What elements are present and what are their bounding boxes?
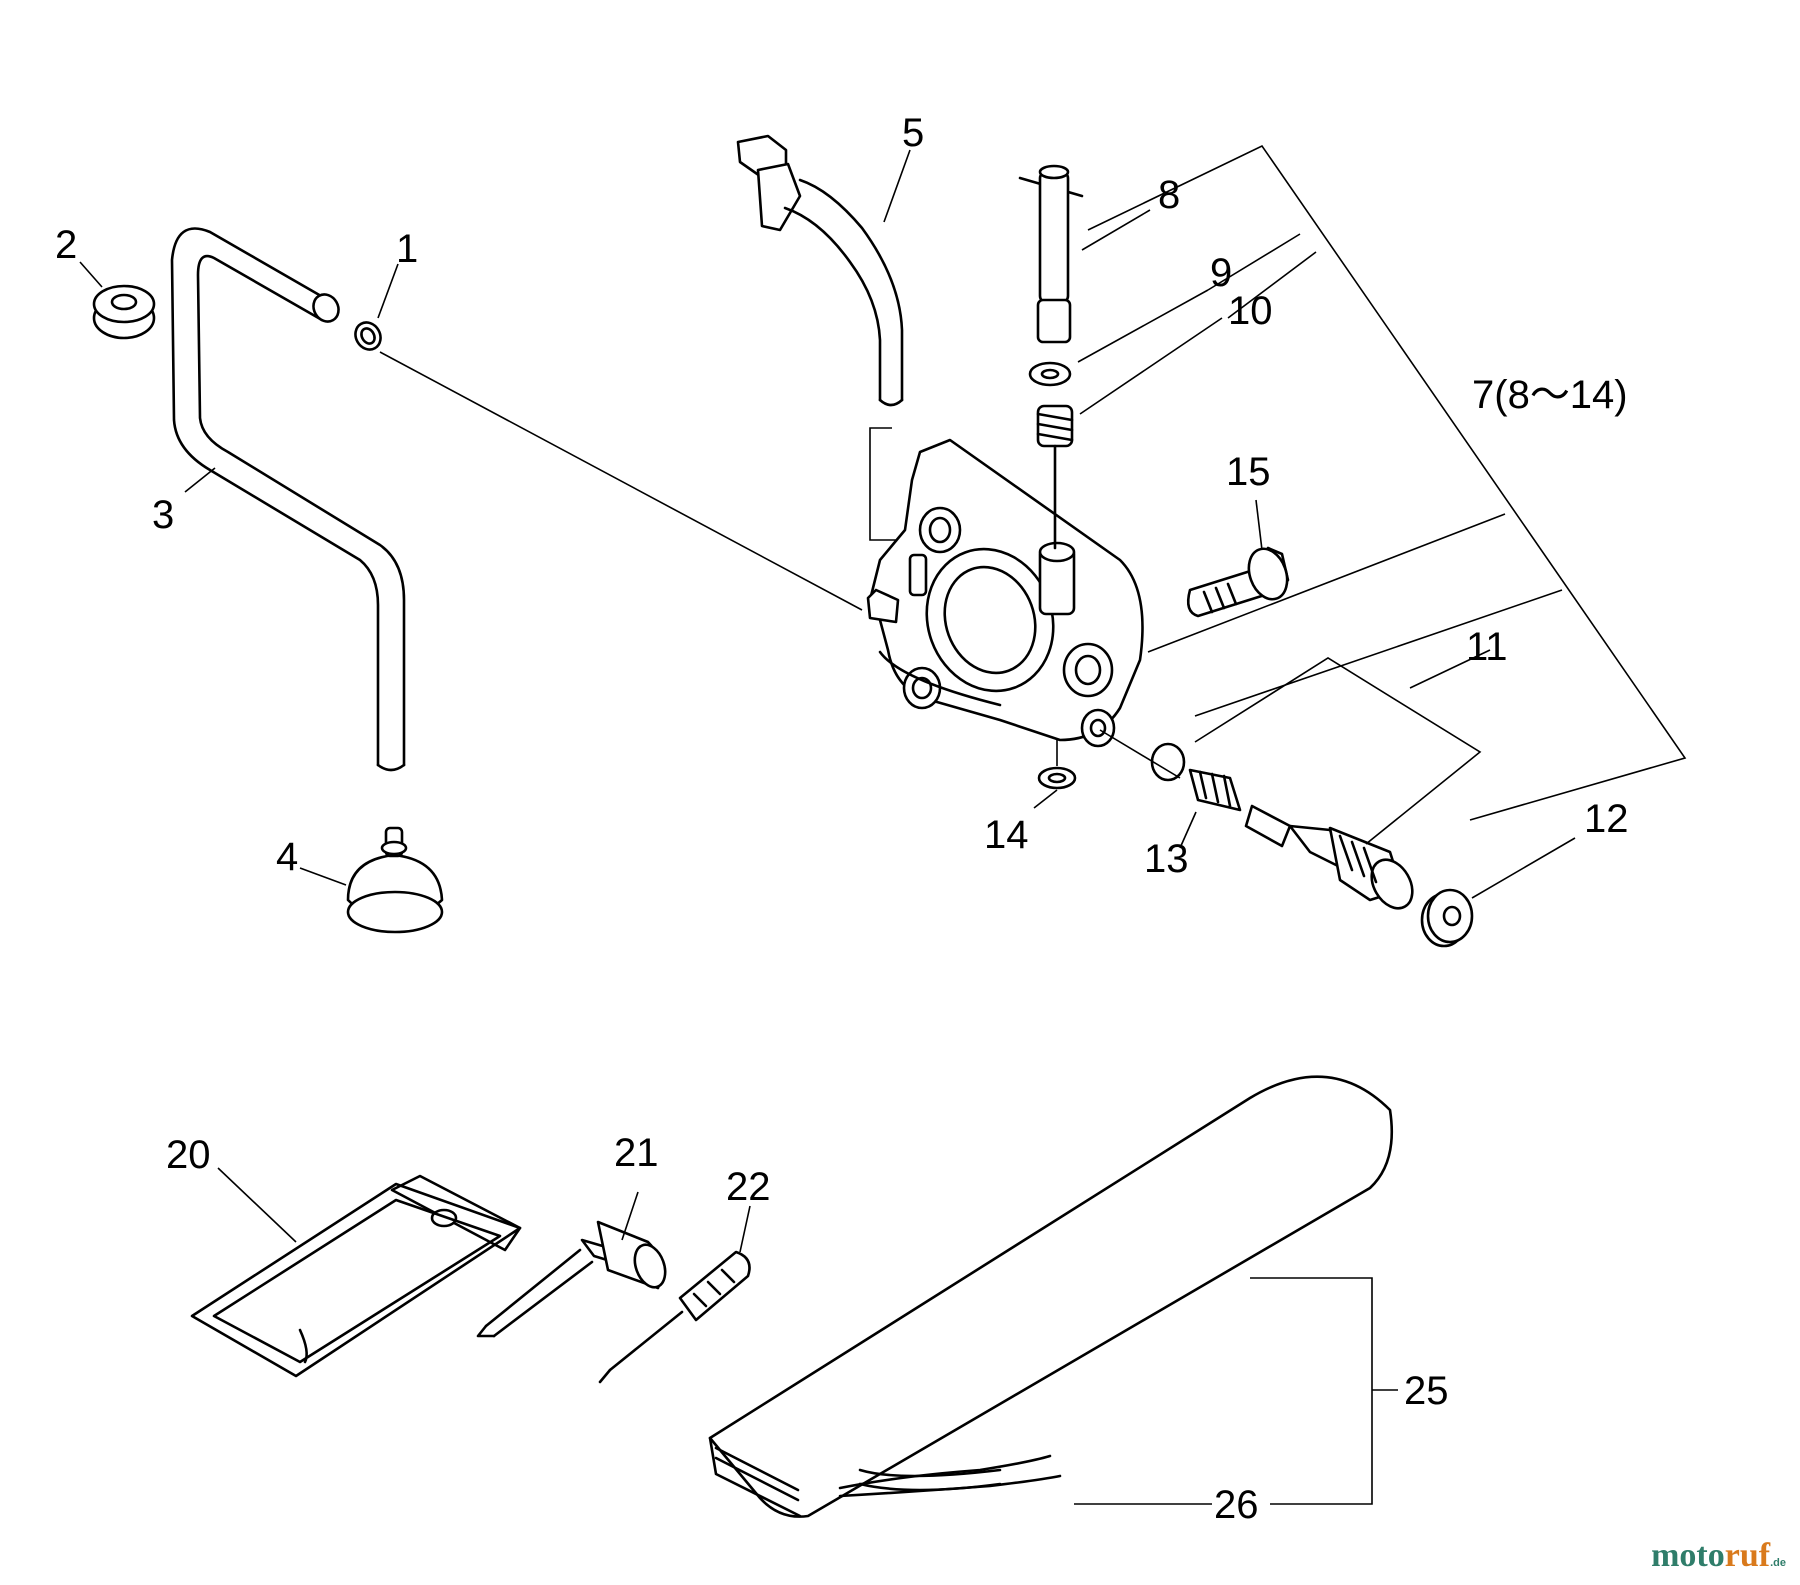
label-26: 26 [1214, 1483, 1259, 1527]
label-11: 11 [1466, 625, 1508, 669]
part-2-grommet [92, 284, 156, 340]
part-14-o-ring [1037, 766, 1077, 790]
part-11-pump-shaft [1244, 804, 1414, 910]
label-8: 8 [1158, 173, 1180, 217]
part-3-hose [170, 227, 406, 772]
label-1: 1 [396, 227, 418, 271]
label-25: 25 [1404, 1369, 1449, 1413]
label-22: 22 [726, 1165, 771, 1209]
label-10: 10 [1228, 289, 1273, 333]
part-1-o-ring [354, 321, 382, 351]
part-5-oil-hose [736, 134, 904, 407]
part-22-screwdriver [598, 1250, 751, 1384]
part-26-cord [838, 1454, 1062, 1498]
part-8-plunger [1018, 164, 1084, 344]
part-13-spring [1150, 742, 1242, 812]
label-13: 13 [1144, 837, 1189, 881]
label-2: 2 [55, 223, 77, 267]
label-3: 3 [152, 493, 174, 537]
part-25-bar-cover [708, 1075, 1394, 1518]
label-5: 5 [902, 111, 924, 155]
label-7: 7(8～14) [1472, 373, 1628, 417]
label-20: 20 [166, 1133, 211, 1177]
part-20-tool-bag [190, 1174, 522, 1378]
label-21: 21 [614, 1131, 659, 1175]
part-4-oil-filter [346, 826, 444, 934]
part-21-t-wrench [476, 1220, 667, 1338]
part-10-spring [1036, 404, 1074, 550]
part-15-bolt [1186, 546, 1290, 618]
motoruf-watermark-logo: motoruf.de [1651, 1537, 1786, 1574]
label-12: 12 [1584, 797, 1629, 841]
part-7-oil-pump-body [866, 438, 1144, 748]
label-4: 4 [276, 835, 298, 879]
part-9-washer [1028, 361, 1072, 387]
label-15: 15 [1226, 450, 1271, 494]
label-9: 9 [1210, 251, 1232, 295]
part-12-cap [1420, 888, 1474, 948]
label-14: 14 [984, 813, 1029, 857]
